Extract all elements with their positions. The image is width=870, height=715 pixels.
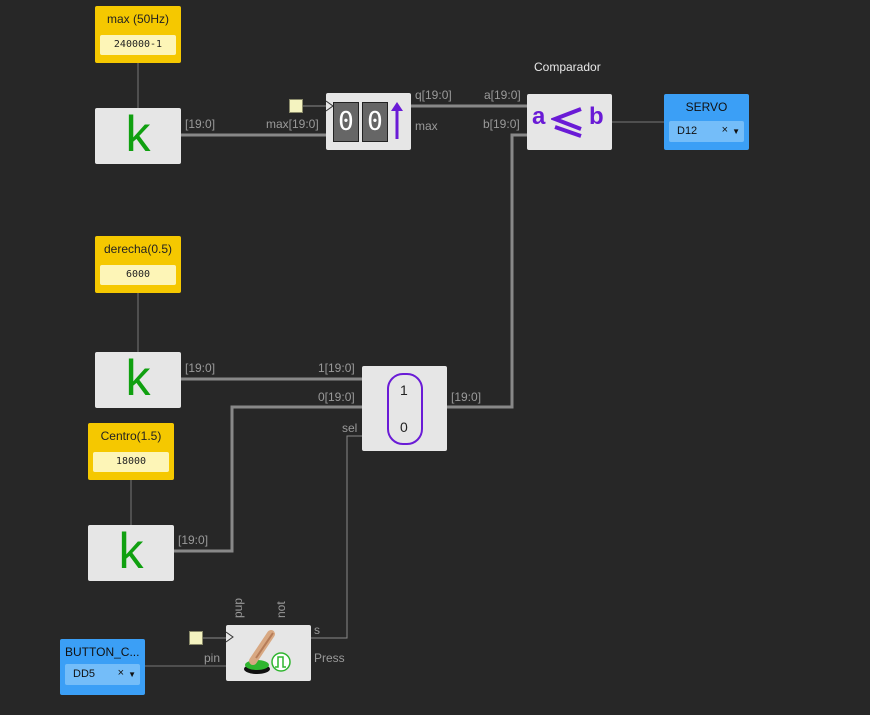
mux-in0-label: 0[19:0] <box>318 390 355 404</box>
wire-mux-comparator <box>447 133 527 409</box>
count-up-arrow-icon <box>391 102 403 139</box>
button-input[interactable]: BUTTON_C... DD5 × ▼ <box>60 639 145 695</box>
button-press-output-label: Press <box>314 651 345 665</box>
button-pin-label: pin <box>204 651 221 665</box>
less-equal-icon <box>551 107 582 138</box>
wire-k3-mux <box>174 405 362 553</box>
clear-icon[interactable]: × <box>721 124 728 136</box>
servo-title: SERVO <box>685 100 728 114</box>
constant-max-value[interactable]: 240000-1 <box>100 35 176 55</box>
mux-opt1: 1 <box>400 382 408 398</box>
clear-icon[interactable]: × <box>117 667 124 679</box>
servo-pin-select[interactable]: D12 × ▼ <box>669 121 744 142</box>
comparator-symbol-a: a <box>532 103 546 130</box>
counter-digit-1: 0 <box>333 102 359 142</box>
button-clock-input[interactable] <box>189 631 203 645</box>
constant-centro[interactable]: Centro(1.5) 18000 <box>88 423 174 480</box>
k-block-2[interactable]: k <box>95 350 181 408</box>
wire-button-sel <box>311 435 362 639</box>
constant-centro-value[interactable]: 18000 <box>93 452 169 472</box>
chevron-down-icon[interactable]: ▼ <box>732 127 740 136</box>
mux-opt0: 0 <box>400 419 408 435</box>
mux-sel-label: sel <box>342 421 358 435</box>
k1-output-label: [19:0] <box>185 117 216 131</box>
k-glyph: k <box>125 106 151 162</box>
k-block-1[interactable]: k <box>95 106 181 164</box>
constant-max-title: max (50Hz) <box>106 12 169 26</box>
comparator-a-input-label: a[19:0] <box>484 88 521 102</box>
comparator-symbol-b: b <box>589 103 604 130</box>
k3-output-label: [19:0] <box>178 533 209 547</box>
k2-output-label: [19:0] <box>185 361 216 375</box>
counter-block[interactable]: 0 0 <box>326 93 411 150</box>
pushbutton-icon <box>226 630 291 674</box>
constant-max[interactable]: max (50Hz) 240000-1 <box>95 6 181 63</box>
button-input-pin-select[interactable]: DD5 × ▼ <box>65 664 140 685</box>
button-pup-label: pup <box>231 597 245 618</box>
comparator-block[interactable]: a b <box>527 94 612 150</box>
constant-derecha[interactable]: derecha(0.5) 6000 <box>95 236 181 293</box>
chevron-down-icon[interactable]: ▼ <box>128 670 136 679</box>
constant-derecha-title: derecha(0.5) <box>103 242 173 256</box>
counter-max-input-label: max[19:0] <box>266 117 319 131</box>
constant-derecha-value[interactable]: 6000 <box>100 265 176 285</box>
mux-in1-label: 1[19:0] <box>318 361 355 375</box>
counter-q-output-label: q[19:0] <box>415 88 452 102</box>
mux-output-label: [19:0] <box>451 390 482 404</box>
comparator-b-input-label: b[19:0] <box>483 117 520 131</box>
servo-output[interactable]: SERVO D12 × ▼ <box>664 94 749 150</box>
constant-centro-title: Centro(1.5) <box>100 429 162 443</box>
button-input-title: BUTTON_C... <box>65 645 140 659</box>
button-block[interactable] <box>226 625 311 681</box>
button-input-pin-value: DD5 <box>73 668 96 680</box>
k-block-3[interactable]: k <box>88 523 174 581</box>
mux-block[interactable]: 1 0 <box>362 366 447 451</box>
counter-digit-2: 0 <box>362 102 388 142</box>
comparator-title: Comparador <box>534 60 601 74</box>
servo-pin-value: D12 <box>677 125 698 137</box>
k-glyph: k <box>125 350 151 406</box>
counter-max-output-label: max <box>415 119 438 133</box>
button-not-label: not <box>274 601 288 618</box>
counter-clock-input[interactable] <box>289 99 303 113</box>
k-glyph: k <box>118 523 144 579</box>
mux-shape <box>387 373 423 445</box>
button-s-output-label: s <box>314 623 320 637</box>
